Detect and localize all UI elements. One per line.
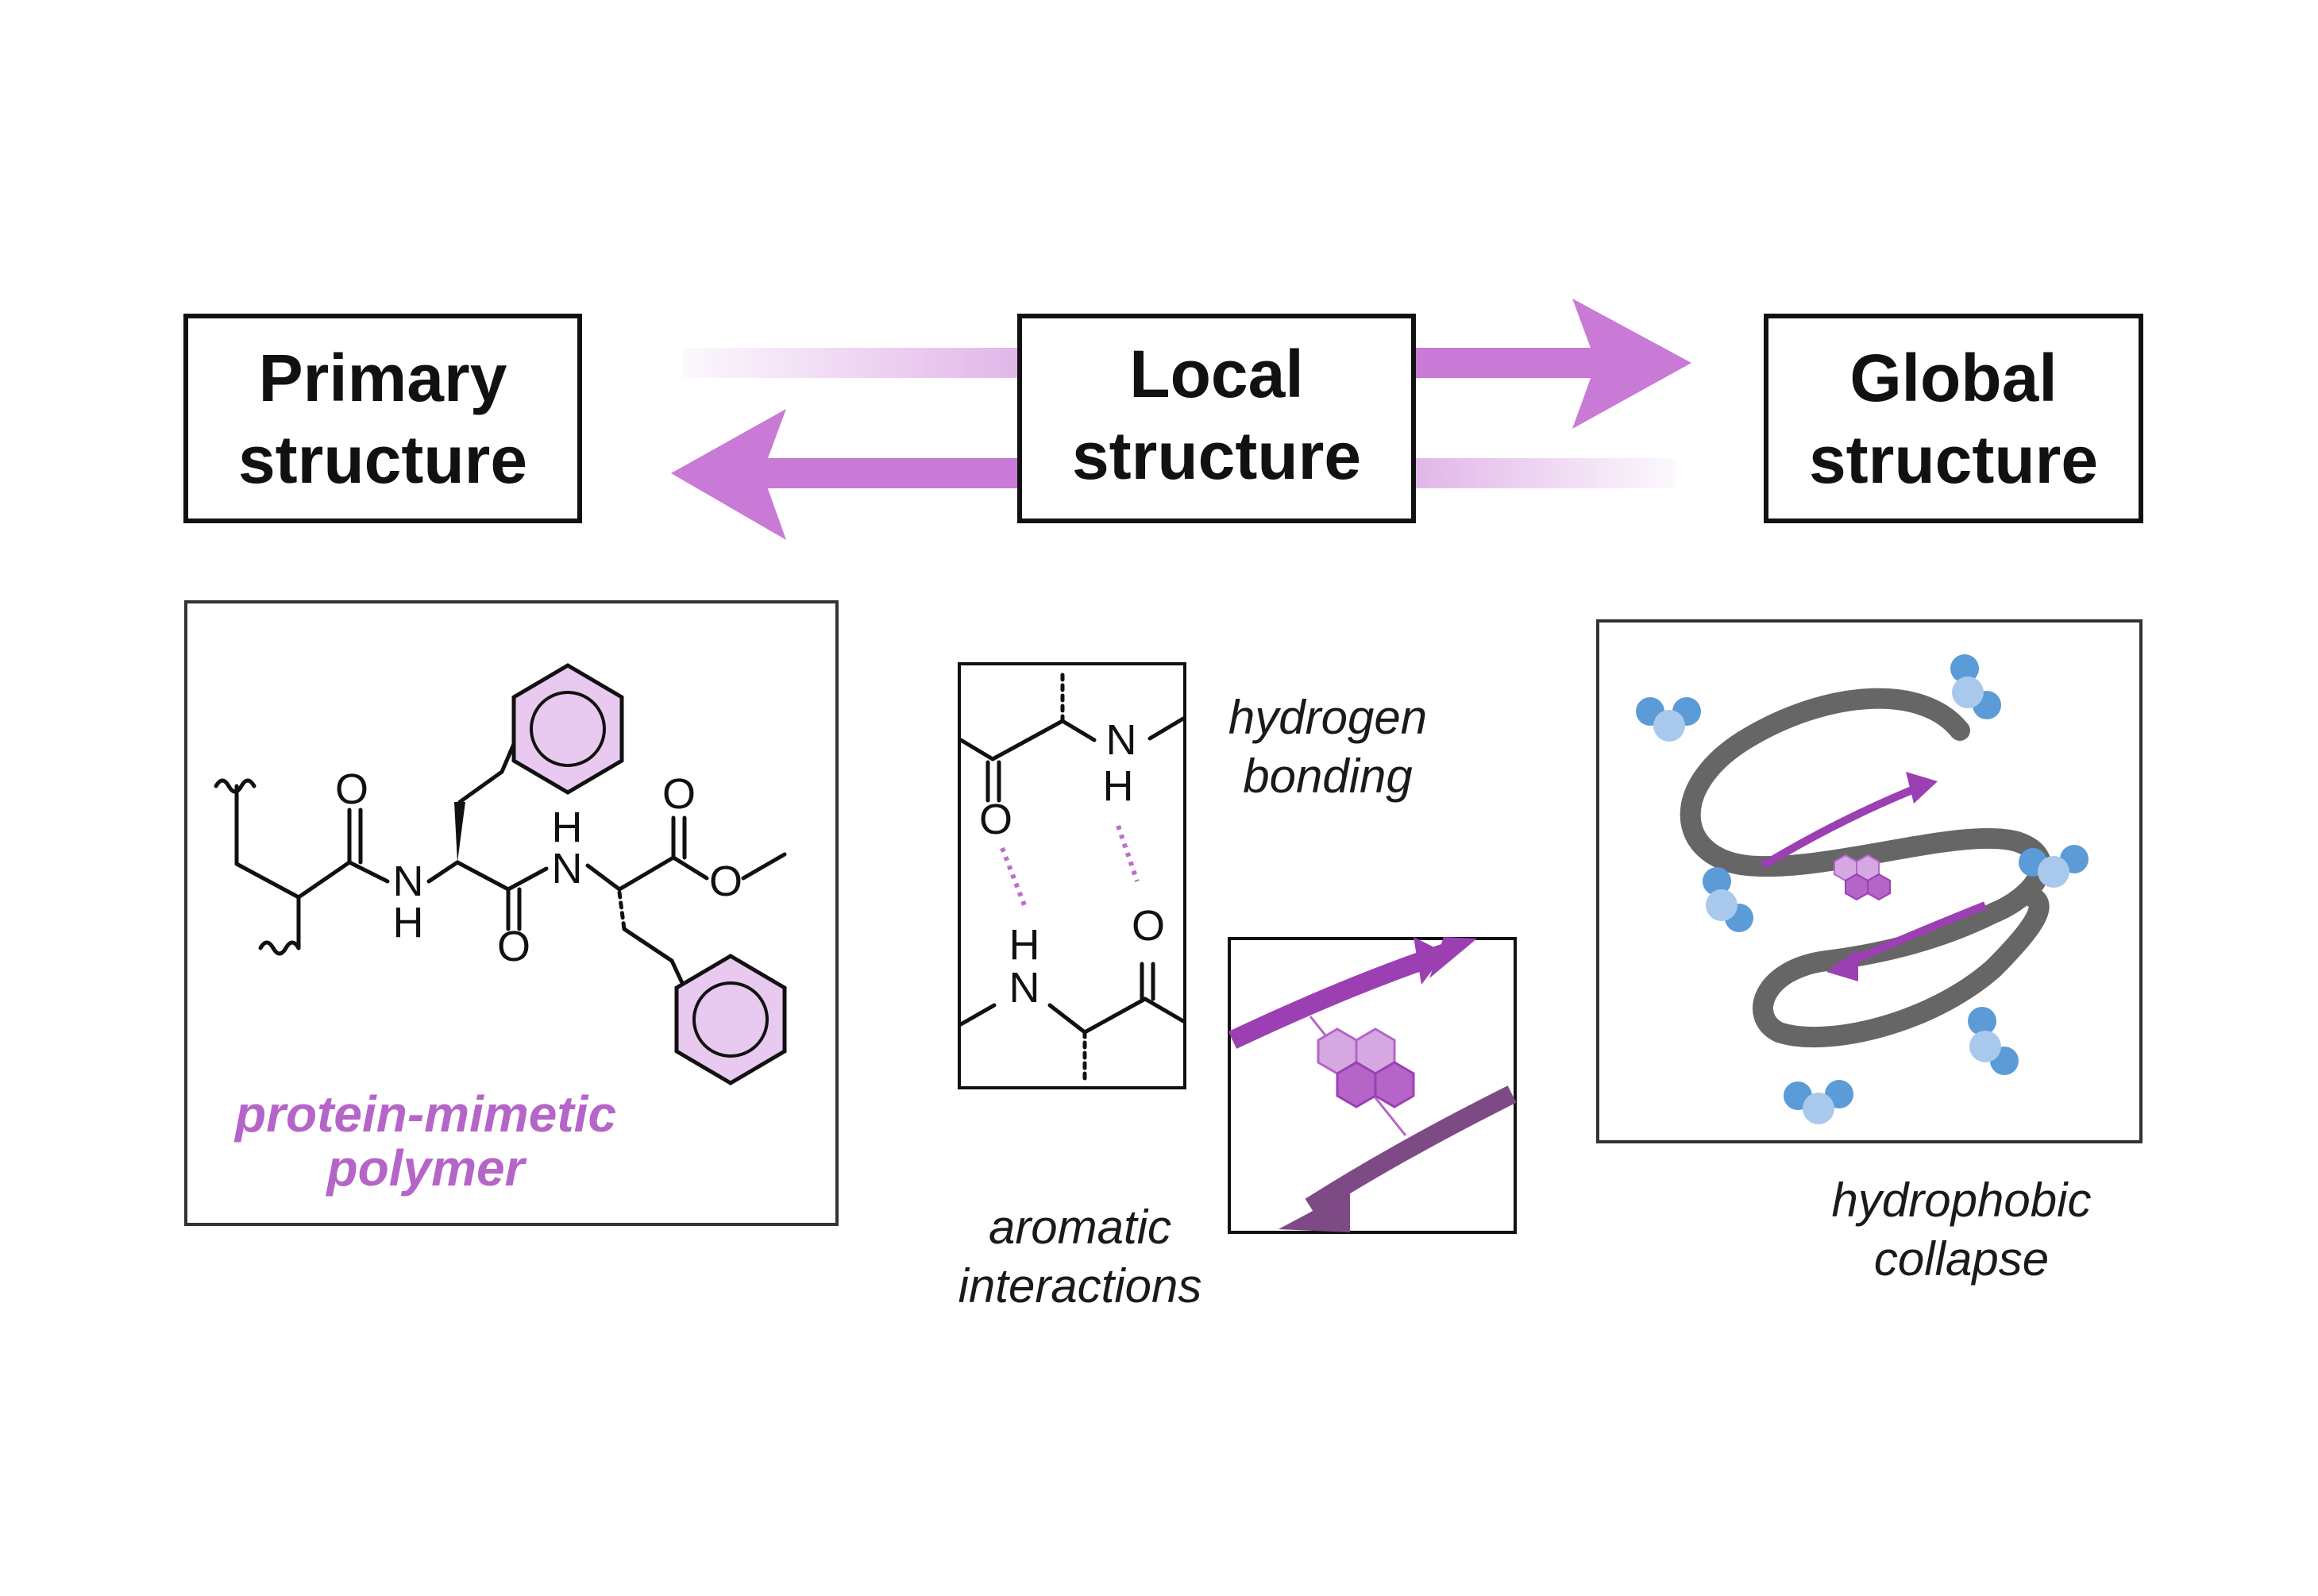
hbond-label-line2: bonding <box>1243 750 1413 803</box>
global-title-line2: structure <box>1809 422 2098 497</box>
aromatic-label-line2: interactions <box>958 1259 1202 1313</box>
water-molecule-icon <box>1636 697 1701 742</box>
water-molecule-icon <box>1950 654 2001 719</box>
atom-h-top: H <box>1103 762 1134 810</box>
water-molecule-icon <box>2019 845 2089 888</box>
pyrene-icon <box>1834 854 1891 901</box>
polymer-backbone-bonds <box>214 736 787 987</box>
atom-h-bot: H <box>1009 921 1040 969</box>
atom-h1: H <box>393 899 424 946</box>
atom-n1: N <box>393 858 424 905</box>
arrow-right-to-global <box>683 299 1691 429</box>
benzene-ring-icon <box>674 954 787 1085</box>
water-molecule-icon <box>1968 1007 2019 1075</box>
atom-n-bot: N <box>1009 964 1040 1012</box>
collapse-label-line2: collapse <box>1874 1232 2049 1286</box>
primary-title-line1: Primary <box>259 341 507 415</box>
atom-o2: O <box>497 923 530 970</box>
local-title-line1: Local <box>1129 337 1303 411</box>
atom-o3: O <box>662 770 696 818</box>
water-molecule-icon <box>1784 1080 1853 1124</box>
local-title-line2: structure <box>1072 418 1361 493</box>
hydrogen-bonding-panel: N H O H N O hydrogen bonding <box>958 662 1427 1089</box>
water-molecule-icon <box>1703 867 1753 932</box>
primary-title-line2: structure <box>238 422 527 497</box>
aromatic-label-line1: aromatic <box>989 1201 1171 1254</box>
global-title-line1: Global <box>1849 341 2057 415</box>
aromatic-interactions-panel: aromatic interactions <box>958 937 1517 1313</box>
atom-o4: O <box>709 858 742 905</box>
hbond-label-line1: hydrogen <box>1228 691 1427 744</box>
atom-h2: H <box>552 804 583 851</box>
atom-n2: N <box>552 845 583 892</box>
pyrene-icon <box>1317 1027 1415 1108</box>
hydrogen-bond-dashes <box>1000 825 1140 907</box>
global-panel: hydrophobic collapse <box>1596 619 2143 1286</box>
benzene-ring-icon <box>511 663 624 795</box>
collapsed-chain <box>1680 688 2052 1048</box>
collapse-label-line1: hydrophobic <box>1832 1174 2092 1227</box>
atom-o-bot: O <box>1132 902 1165 950</box>
atom-n-top: N <box>1106 716 1137 764</box>
arrow-left-to-primary <box>671 409 1676 540</box>
polymer-label-line1: protein-mimetic <box>233 1085 616 1143</box>
primary-structure-box: Primary structure <box>183 314 582 523</box>
local-structure-box: Local structure <box>1017 314 1416 523</box>
atom-o-top: O <box>979 796 1012 843</box>
polymer-label-line2: polymer <box>326 1139 527 1197</box>
global-structure-box: Global structure <box>1764 314 2143 523</box>
primary-panel: O N H O H N O O protein-mimetic polymer <box>184 600 839 1226</box>
atom-o1: O <box>335 765 368 813</box>
